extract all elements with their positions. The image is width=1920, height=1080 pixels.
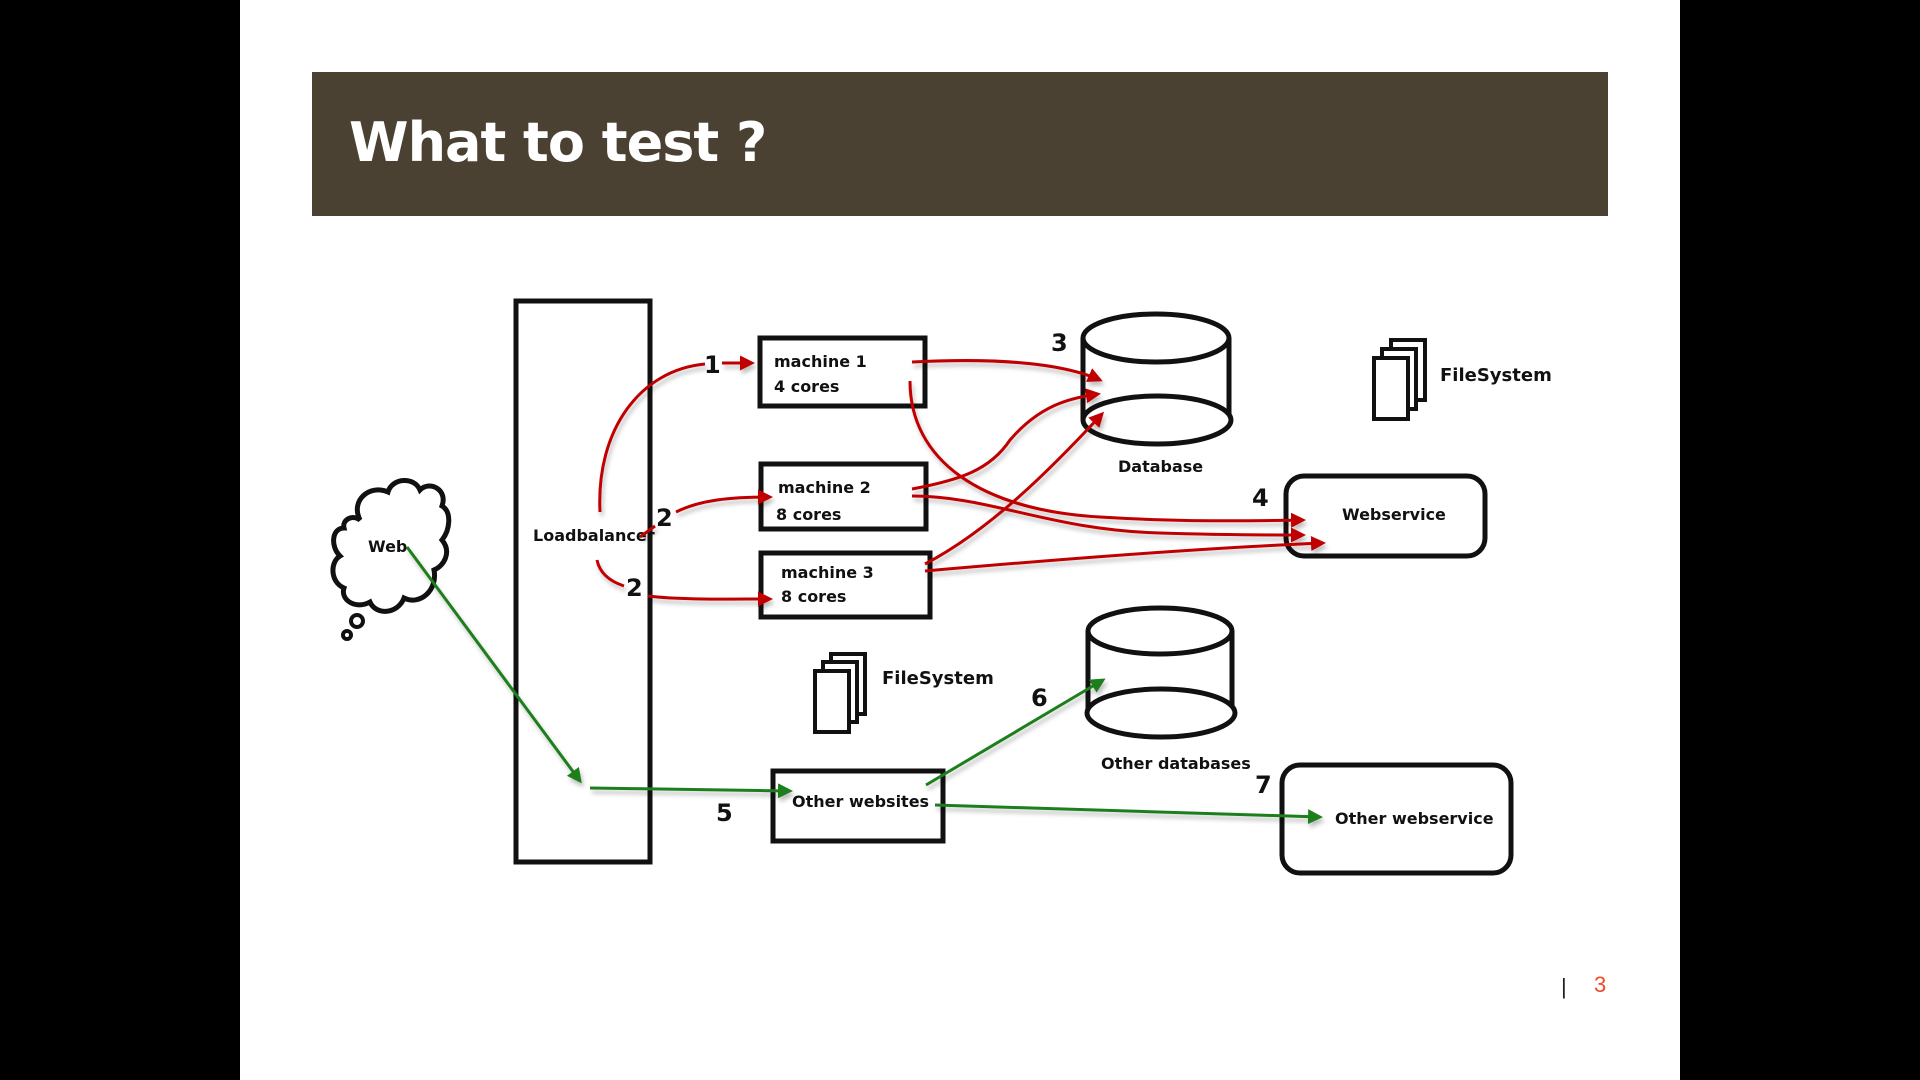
machine-3-node: machine 3 8 cores (758, 550, 933, 620)
machine-3-name: machine 3 (781, 563, 874, 582)
cloud-icon (330, 478, 452, 614)
filesystem-top-node: FileSystem (1372, 338, 1552, 421)
external-arrows (405, 546, 1323, 825)
database-node: Database (1080, 311, 1234, 476)
arrow-machine-1-to-webservice (908, 380, 1306, 528)
arrow-other-websites-to-other-webservice (934, 803, 1323, 825)
step-label-5: 5 (716, 799, 733, 827)
machine-2-cores: 8 cores (776, 505, 841, 524)
machine-2-box (758, 461, 929, 532)
step-label-2a: 2 (656, 504, 673, 532)
web-label: Web (368, 537, 407, 556)
page-number-separator: | (1561, 974, 1567, 999)
database-icon (1080, 311, 1234, 447)
other-websites-node: Other websites (770, 768, 946, 844)
arrow-web-to-lb (405, 546, 582, 784)
other-websites-label: Other websites (792, 792, 929, 811)
cloud-tail-bubble (341, 629, 353, 641)
page-number: 3 (1594, 972, 1607, 997)
machine-1-box (757, 335, 928, 409)
arrow-lb-to-machine-3 (595, 559, 625, 588)
webservice-label: Webservice (1342, 505, 1446, 524)
machine-1-name: machine 1 (774, 352, 867, 371)
arrow-lb-to-machine-2 (639, 524, 656, 539)
files-icon (813, 652, 867, 734)
arrow-machine-3-to-webservice (924, 535, 1326, 573)
other-databases-node: Other databases (1084, 605, 1251, 773)
machine-2-node: machine 2 8 cores (758, 461, 929, 532)
arrow-lb-to-other-websites (589, 783, 793, 799)
title-bar: What to test ? (312, 72, 1608, 216)
slide-title: What to test ? (349, 111, 767, 174)
webservice-node: Webservice (1283, 473, 1488, 559)
database-label: Database (1118, 457, 1203, 476)
machine-1-cores: 4 cores (774, 377, 839, 396)
web-node: Web (330, 478, 452, 641)
step-label-4: 4 (1252, 484, 1269, 512)
machine-1-node: machine 1 4 cores (757, 335, 928, 409)
filesystem-bottom-node: FileSystem (813, 652, 994, 734)
machine-2-name: machine 2 (778, 478, 871, 497)
arrow-lb-to-machine-3-head (647, 591, 773, 607)
arrow-machine-2-to-database (911, 388, 1101, 491)
arrow-machine-2-to-webservice (911, 494, 1306, 543)
files-icon (1372, 338, 1427, 421)
arrow-lb-to-machine-2-head (675, 489, 773, 514)
step-label-2b: 2 (626, 574, 643, 602)
request-arrows (595, 355, 1326, 607)
loadbalancer-node: Loadbalancer (513, 298, 655, 865)
other-webservice-label: Other webservice (1335, 809, 1494, 828)
step-labels: 1 2 2 3 4 5 6 7 (626, 329, 1272, 827)
webservice-box (1283, 473, 1488, 559)
step-label-6: 6 (1031, 684, 1048, 712)
step-label-1: 1 (704, 351, 721, 379)
step-label-3: 3 (1051, 329, 1068, 357)
loadbalancer-box (513, 298, 653, 865)
machine-3-cores: 8 cores (781, 587, 846, 606)
filesystem-bottom-label: FileSystem (882, 668, 994, 689)
machine-3-box (758, 550, 933, 620)
other-websites-box (770, 768, 946, 844)
loadbalancer-label: Loadbalancer (533, 526, 655, 545)
other-webservice-node: Other webservice (1279, 762, 1514, 876)
other-webservice-box (1279, 762, 1514, 876)
step-label-7: 7 (1255, 771, 1272, 799)
cloud-tail-bubble (349, 613, 365, 629)
other-databases-label: Other databases (1101, 754, 1251, 773)
arrow-other-websites-to-other-databases (925, 678, 1106, 787)
arrow-machine-3-to-database (924, 411, 1105, 566)
database-icon (1084, 605, 1238, 740)
arrow-lb-to-machine-1 (598, 362, 706, 513)
filesystem-top-label: FileSystem (1440, 365, 1552, 386)
arrow-machine-1-to-database (911, 359, 1103, 382)
